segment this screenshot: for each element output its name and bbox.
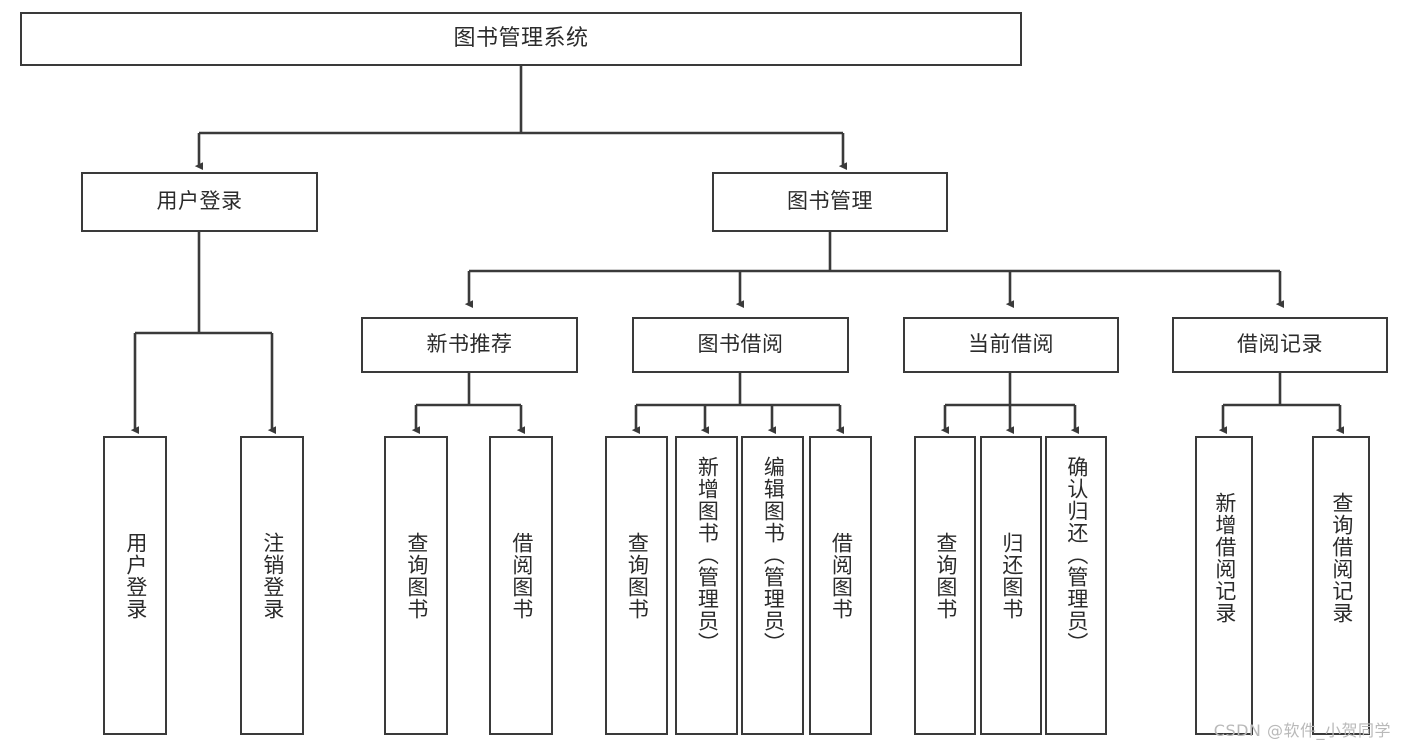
node-leaf-record-query[interactable]: 查询借阅记录 bbox=[1312, 436, 1370, 735]
node-leaf-record-add[interactable]: 新增借阅记录 bbox=[1195, 436, 1253, 735]
node-leaf-current-confirm-return-label: 确认归还（管理员） bbox=[1064, 456, 1089, 654]
node-new-book-rec[interactable]: 新书推荐 bbox=[361, 317, 578, 373]
node-user-login[interactable]: 用户登录 bbox=[81, 172, 318, 232]
node-leaf-rec-borrow-book[interactable]: 借阅图书 bbox=[489, 436, 553, 735]
node-root[interactable]: 图书管理系统 bbox=[20, 12, 1022, 66]
node-root-label: 图书管理系统 bbox=[453, 25, 589, 51]
watermark: CSDN @软件_小贺同学 bbox=[1213, 721, 1391, 740]
node-book-borrow[interactable]: 图书借阅 bbox=[632, 317, 849, 373]
node-leaf-borrow-edit-book[interactable]: 编辑图书（管理员） bbox=[741, 436, 804, 735]
node-leaf-rec-borrow-book-label: 借阅图书 bbox=[509, 532, 534, 620]
node-leaf-borrow-add-book[interactable]: 新增图书（管理员） bbox=[675, 436, 738, 735]
node-user-login-label: 用户登录 bbox=[156, 189, 243, 214]
node-leaf-user-logout-label: 注销登录 bbox=[260, 532, 285, 620]
node-leaf-rec-query-book[interactable]: 查询图书 bbox=[384, 436, 448, 735]
node-leaf-borrow-edit-book-label: 编辑图书（管理员） bbox=[761, 456, 786, 654]
node-leaf-rec-query-book-label: 查询图书 bbox=[404, 532, 429, 620]
node-book-borrow-label: 图书借阅 bbox=[697, 332, 784, 357]
node-borrow-record[interactable]: 借阅记录 bbox=[1172, 317, 1388, 373]
node-current-borrow-label: 当前借阅 bbox=[968, 332, 1054, 357]
node-leaf-current-query-book-label: 查询图书 bbox=[933, 532, 958, 620]
node-leaf-user-login-label: 用户登录 bbox=[123, 532, 148, 620]
node-book-manage-label: 图书管理 bbox=[787, 189, 873, 214]
node-leaf-current-query-book[interactable]: 查询图书 bbox=[914, 436, 976, 735]
node-leaf-record-add-label: 新增借阅记录 bbox=[1212, 492, 1237, 624]
node-leaf-user-logout[interactable]: 注销登录 bbox=[240, 436, 304, 735]
node-leaf-borrow-query-book[interactable]: 查询图书 bbox=[605, 436, 668, 735]
node-leaf-borrow-borrow-book[interactable]: 借阅图书 bbox=[809, 436, 872, 735]
node-leaf-borrow-borrow-book-label: 借阅图书 bbox=[829, 532, 854, 620]
node-leaf-user-login[interactable]: 用户登录 bbox=[103, 436, 167, 735]
node-borrow-record-label: 借阅记录 bbox=[1237, 332, 1323, 357]
node-new-book-rec-label: 新书推荐 bbox=[426, 332, 513, 357]
node-book-manage[interactable]: 图书管理 bbox=[712, 172, 948, 232]
node-leaf-borrow-query-book-label: 查询图书 bbox=[625, 532, 650, 620]
node-leaf-current-return-book-label: 归还图书 bbox=[999, 532, 1024, 620]
node-leaf-current-return-book[interactable]: 归还图书 bbox=[980, 436, 1042, 735]
node-leaf-borrow-add-book-label: 新增图书（管理员） bbox=[695, 456, 720, 654]
node-current-borrow[interactable]: 当前借阅 bbox=[903, 317, 1119, 373]
node-leaf-record-query-label: 查询借阅记录 bbox=[1329, 492, 1354, 624]
node-leaf-current-confirm-return[interactable]: 确认归还（管理员） bbox=[1045, 436, 1107, 735]
